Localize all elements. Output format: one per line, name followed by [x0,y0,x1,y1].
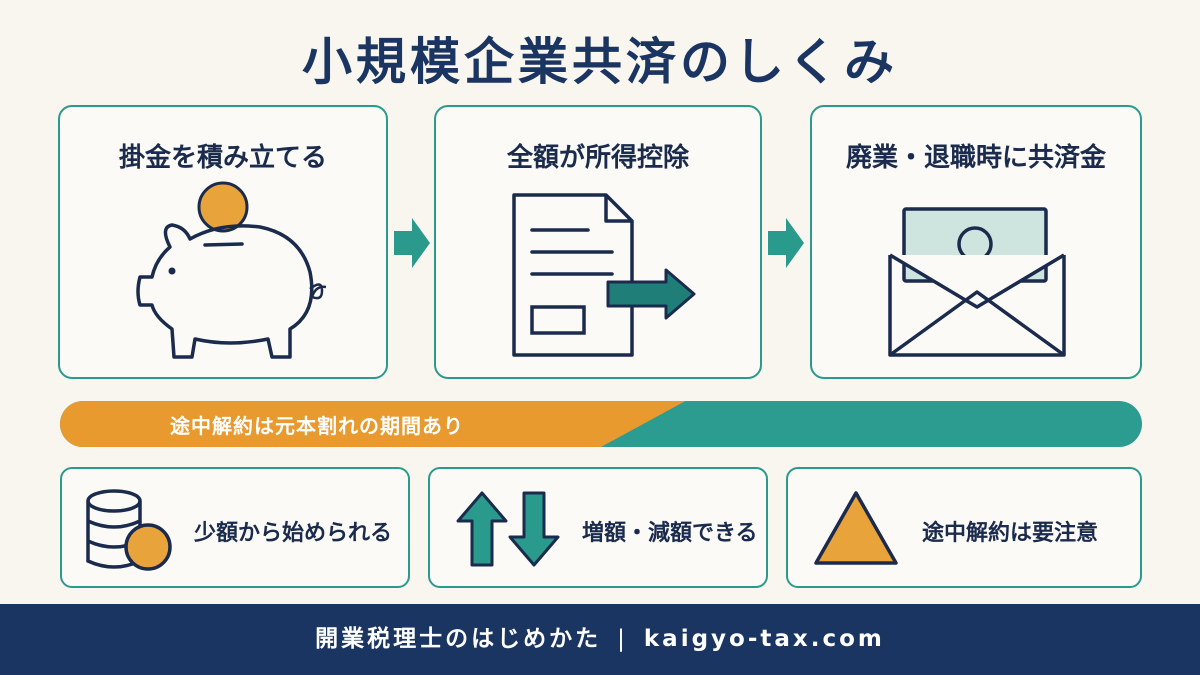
warning-triangle-icon [814,491,898,565]
feature-label: 増額・減額できる [582,521,758,546]
feature-label: 途中解約は要注意 [922,521,1099,546]
arrow-right-icon [394,218,430,268]
step-label: 全額が所得控除 [506,143,689,173]
feature-adjust-amount: 増額・減額できる [428,467,768,588]
document-arrow-icon [512,193,696,357]
footer-brand: 開業税理士のはじめかた [315,626,602,652]
piggy-bank-icon [136,181,327,359]
footer-separator: | [617,626,628,652]
coins-icon [86,489,172,571]
step-card-deduction: 全額が所得控除 [434,105,762,379]
step-label: 廃業・退職時に共済金 [845,143,1106,173]
up-down-arrows-icon [456,491,560,567]
footer: 開業税理士のはじめかた | kaigyo-tax.com [0,604,1200,675]
step-label: 掛金を積み立てる [118,143,327,173]
step-card-payout: 廃業・退職時に共済金 [810,105,1142,379]
warning-bar: 途中解約は元本割れの期間あり [60,401,1142,447]
page-title: 小規模企業共済のしくみ [302,33,898,91]
feature-cancellation-warning: 途中解約は要注意 [786,467,1142,588]
arrow-right-icon [768,218,804,268]
footer-url[interactable]: kaigyo-tax.com [643,626,885,652]
feature-label: 少額から始められる [194,521,393,546]
warning-text: 途中解約は元本割れの期間あり [170,414,464,438]
feature-small-start: 少額から始められる [60,467,410,588]
money-envelope-icon [888,207,1066,357]
step-card-savings: 掛金を積み立てる [58,105,388,379]
